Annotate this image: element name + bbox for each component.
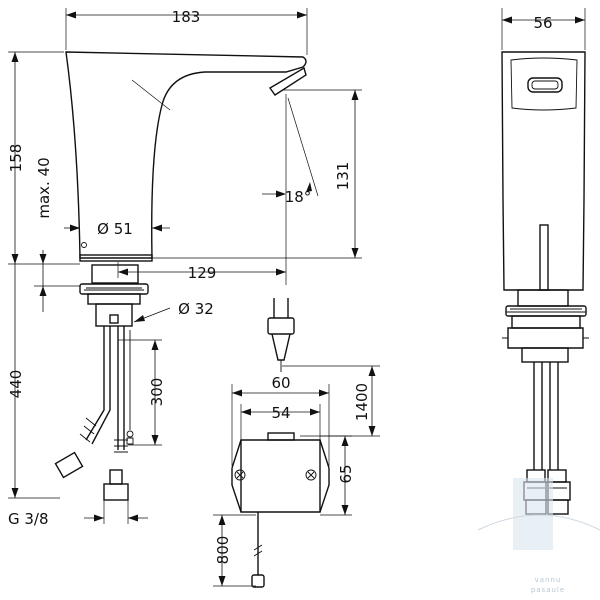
watermark: vannu pasaule: [477, 478, 600, 594]
dim-label-diameter-51: Ø 51: [97, 220, 133, 238]
dimension-labels: 183 56 158 max. 40 Ø 51 18° 131 129 Ø 32…: [7, 8, 553, 564]
dimension-lines-box: [213, 365, 380, 587]
faucet-front-view: [501, 51, 589, 515]
control-box: [231, 298, 330, 588]
dim-label-183: 183: [172, 8, 201, 26]
dim-label-56: 56: [533, 14, 552, 32]
dim-label-angle-18: 18°: [285, 188, 312, 206]
dim-label-max-40: max. 40: [35, 157, 53, 218]
dim-label-1400: 1400: [353, 383, 371, 421]
dim-label-300: 300: [148, 378, 166, 407]
dim-label-60: 60: [271, 374, 290, 392]
dim-label-131: 131: [334, 162, 352, 191]
dimension-lines-side: [8, 8, 362, 524]
watermark-line-2: pasaule: [531, 586, 565, 594]
dim-label-65: 65: [337, 464, 355, 483]
mounting-assembly: [54, 264, 149, 501]
dim-label-440: 440: [7, 370, 25, 399]
dim-label-129: 129: [188, 264, 217, 282]
dim-label-thread: G 3/8: [8, 510, 49, 528]
dim-label-54: 54: [271, 404, 290, 422]
dim-label-800: 800: [214, 536, 232, 565]
dimension-lines-front: [501, 8, 586, 50]
watermark-line-1: vannu: [535, 576, 562, 584]
dim-label-diameter-32: Ø 32: [178, 300, 214, 318]
dim-label-158: 158: [7, 144, 25, 173]
